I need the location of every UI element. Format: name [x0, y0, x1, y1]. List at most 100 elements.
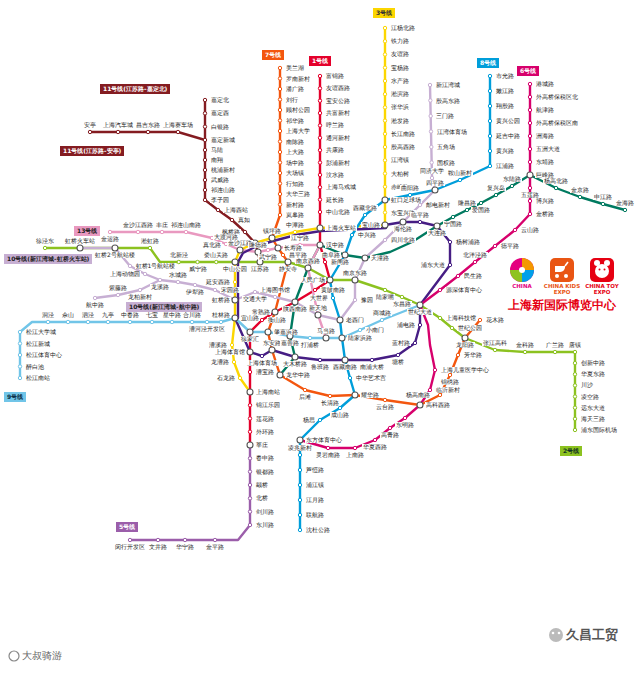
station-label: 西藏北路	[352, 205, 378, 211]
station-label: 中华艺术宫	[355, 375, 387, 381]
station-label: 江月路	[305, 497, 325, 503]
station-dot	[323, 260, 326, 263]
station-label: 南翔	[210, 157, 224, 163]
interchange-dot	[247, 329, 253, 335]
station-label: 七宝	[145, 312, 159, 318]
station-dot	[18, 353, 21, 356]
station-dot	[248, 510, 251, 513]
station-label: 长清路	[320, 400, 340, 406]
station-dot	[203, 138, 206, 141]
station-label: 云山路	[520, 227, 540, 233]
station-dot	[196, 260, 199, 263]
line-badge: 13号线	[74, 226, 100, 236]
station-dot	[298, 528, 301, 531]
station-dot	[383, 92, 386, 95]
station-dot	[373, 438, 376, 441]
metro-line	[235, 222, 450, 360]
station-label: 马当路	[316, 328, 336, 334]
station-dot	[623, 208, 626, 211]
station-dot	[573, 350, 576, 353]
station-dot	[278, 77, 281, 80]
station-dot	[176, 130, 179, 133]
station-label: 真如	[237, 217, 251, 223]
station-label: 东靖路	[535, 159, 555, 165]
station-label: 顾村公园	[285, 107, 311, 113]
station-dot	[253, 290, 256, 293]
station-dot	[177, 260, 180, 263]
expo-text: CHINA TOY EXPO	[582, 284, 622, 295]
station-label: 新天地	[308, 305, 328, 311]
station-label: 中山公园	[222, 266, 248, 272]
station-dot	[528, 82, 531, 85]
station-label: 延长路	[325, 197, 345, 203]
interchange-dot	[352, 277, 358, 283]
station-label: 南京东路	[342, 270, 368, 276]
station-dot	[128, 320, 131, 323]
station-label: 川沙	[580, 382, 594, 388]
station-dot	[429, 114, 432, 117]
station-label: 大木桥路	[282, 361, 308, 367]
station-label: 漕河泾开发区	[188, 326, 226, 332]
station-label: 星中路	[162, 312, 182, 318]
station-label: 友谊西路	[325, 85, 351, 91]
interchange-dot	[362, 255, 368, 261]
station-label: 鲁班路	[310, 364, 330, 370]
station-label: 源深体育中心	[445, 287, 483, 293]
station-dot	[456, 274, 459, 277]
station-label: 金平路	[205, 544, 225, 550]
station-dot	[510, 184, 513, 187]
station-label: 春申路	[255, 455, 275, 461]
interchange-dot	[232, 315, 238, 321]
station-label: 呼兰路	[325, 122, 345, 128]
station-label: 莲花路	[255, 416, 275, 422]
station-dot	[493, 348, 496, 351]
interchange-dot	[272, 309, 278, 315]
station-label: 五角场	[436, 144, 456, 150]
station-dot	[488, 134, 491, 137]
station-label: 民生路	[463, 273, 483, 279]
station-dot	[150, 320, 153, 323]
station-dot	[318, 124, 321, 127]
station-label: 高青路	[380, 432, 400, 438]
station-label: 华夏西路	[362, 444, 388, 450]
station-dot	[438, 393, 441, 396]
station-dot	[488, 164, 491, 167]
station-label: 江苏路	[250, 266, 270, 272]
station-label: 剑川路	[255, 509, 275, 515]
station-label: 嘉善路	[280, 340, 300, 346]
station-dot	[170, 320, 173, 323]
station-dot	[184, 230, 187, 233]
station-dot	[438, 288, 441, 291]
station-label: 上海赛车场	[162, 122, 194, 128]
station-dot	[313, 288, 316, 291]
station-dot	[203, 148, 206, 151]
watermark-icon	[558, 632, 561, 635]
station-label: 邮电新村	[425, 202, 451, 208]
station-label: 鞍山新村	[447, 170, 473, 176]
station-label: 创新中路	[580, 360, 606, 366]
logo-icon	[590, 258, 614, 282]
station-label: 东陆路	[502, 176, 522, 182]
station-dot	[488, 119, 491, 122]
station-label: 东方体育中心	[305, 437, 343, 443]
station-label: 南陈路	[285, 139, 305, 145]
station-label: 漕溪路	[208, 342, 228, 348]
station-label: 五洲大道	[535, 146, 561, 152]
station-label: 东昌路	[392, 301, 412, 307]
interchange-dot	[232, 259, 238, 265]
station-dot	[128, 538, 131, 541]
station-dot	[488, 74, 491, 77]
station-dot	[429, 99, 432, 102]
station-dot	[400, 295, 403, 298]
station-dot	[278, 203, 281, 206]
station-dot	[18, 365, 21, 368]
station-label: 浦东国际机场	[580, 427, 618, 433]
station-label: 长江南路	[390, 131, 416, 137]
logo-icon	[564, 274, 568, 278]
interchange-dot	[400, 219, 406, 225]
station-label: 昌平路	[288, 252, 308, 258]
station-dot	[238, 376, 241, 379]
station-label: 浦电路	[396, 322, 416, 328]
expo-text: CHINA KIDS EXPO	[542, 284, 582, 295]
station-dot	[243, 230, 246, 233]
